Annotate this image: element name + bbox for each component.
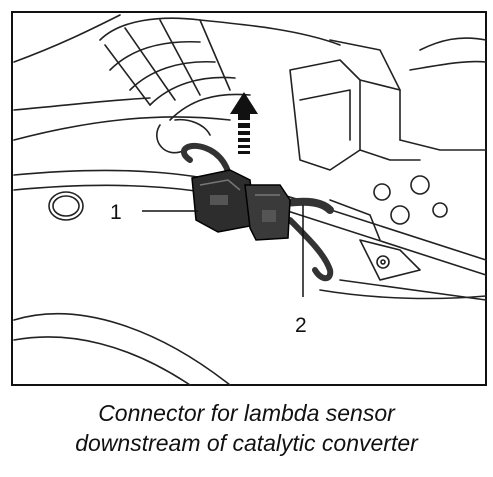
caption-line-1: Connector for lambda sensor: [98, 400, 395, 426]
engine-components-drawing: [13, 14, 487, 386]
callout-2-label: 2: [295, 314, 307, 337]
figure-caption: Connector for lambda sensor downstream o…: [0, 398, 493, 458]
caption-line-2: downstream of catalytic converter: [75, 430, 418, 456]
lambda-sensor-connector: [181, 142, 334, 282]
up-arrow-icon: [230, 92, 258, 154]
callout-1-label: 1: [110, 201, 122, 224]
